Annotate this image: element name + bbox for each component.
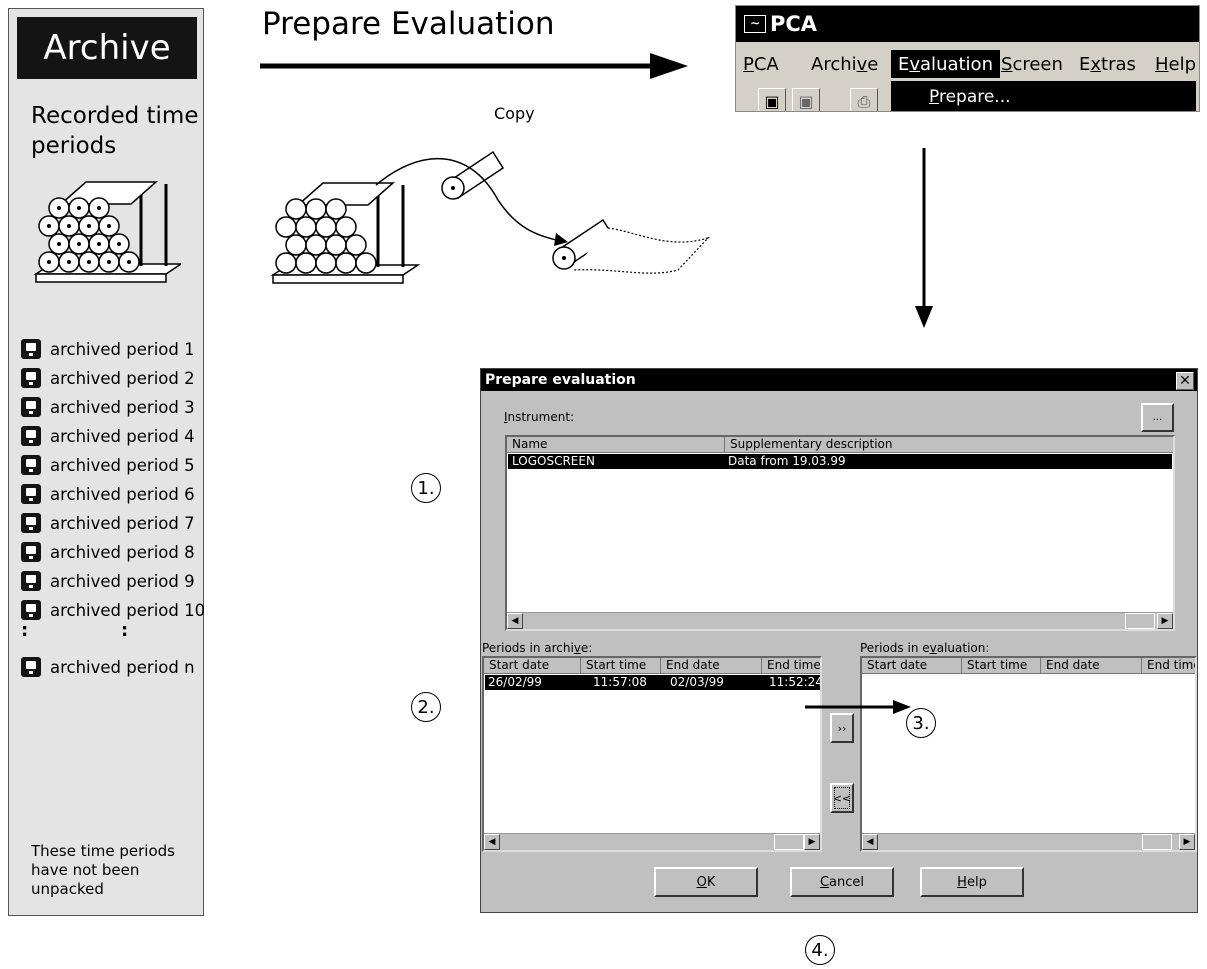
scroll-left-icon[interactable]: ◀ (484, 834, 500, 850)
disk-icon (21, 657, 41, 677)
archive-list-item-last: archived period n (21, 656, 211, 678)
archive-list-item: archived period 4 (21, 425, 211, 447)
dropdown-item-prepare[interactable]: Prepare... (891, 81, 1196, 111)
toolbar-button[interactable]: ▣ (792, 88, 820, 111)
column-header-end-time[interactable]: End time (1142, 658, 1195, 674)
column-header-start-time[interactable]: Start time (962, 658, 1041, 674)
scroll-thumb[interactable] (1125, 613, 1155, 629)
disk-icon (21, 542, 41, 562)
archive-list-item: archived period 8 (21, 541, 211, 563)
scroll-right-icon[interactable]: ▶ (804, 834, 820, 850)
scroll-thumb[interactable] (774, 834, 804, 850)
browse-button[interactable]: ... (1141, 403, 1174, 432)
column-header-description[interactable]: Supplementary description (725, 437, 1173, 453)
dialog-titlebar: Prepare evaluation ✕ (481, 369, 1197, 391)
archive-periods-label: Periods in archive: (482, 641, 593, 655)
add-period-button[interactable]: ›› (830, 713, 854, 743)
archive-list-item: archived period 9 (21, 570, 211, 592)
scroll-thumb[interactable] (1142, 834, 1172, 850)
disk-icon (21, 455, 41, 475)
scroll-left-icon[interactable]: ◀ (507, 613, 523, 629)
disk-icon (21, 426, 41, 446)
archive-list-item: archived period 5 (21, 454, 211, 476)
archive-list-item: archived period 3 (21, 396, 211, 418)
column-header-end-date[interactable]: End date (1041, 658, 1142, 674)
column-header-start-date[interactable]: Start date (484, 658, 581, 674)
horizontal-scrollbar[interactable]: ◀ ▶ (484, 833, 820, 850)
instrument-list[interactable]: Name Supplementary description LOGOSCREE… (505, 435, 1175, 631)
horizontal-scrollbar[interactable]: ◀ ▶ (862, 833, 1195, 850)
chart-window-icon: ∼ (744, 15, 766, 33)
archive-note: These time periods have not been unpacke… (31, 842, 175, 898)
column-header-end-time[interactable]: End time (762, 658, 820, 674)
arrow-down-icon (915, 148, 933, 328)
copy-label: Copy (494, 104, 535, 123)
step-marker-4: 4. (805, 935, 835, 965)
archive-list-item: archived period 2 (21, 367, 211, 389)
archive-list-item: archived period 1 (21, 338, 211, 360)
column-header-name[interactable]: Name (507, 437, 725, 453)
step-marker-3: 3. (906, 708, 936, 738)
disk-icon (21, 397, 41, 417)
step-marker-1: 1. (411, 473, 441, 503)
arrow-right-icon (805, 700, 911, 714)
roll-stack-icon (33, 181, 181, 283)
column-header-start-time[interactable]: Start time (581, 658, 661, 674)
scroll-right-icon[interactable]: ▶ (1157, 613, 1173, 629)
instrument-label: Instrument: (504, 410, 575, 424)
toolbar-button[interactable]: ▣ (758, 88, 786, 111)
ellipsis-mark: : (21, 620, 29, 641)
archive-list-item: archived period 10 (21, 599, 211, 621)
close-icon[interactable]: ✕ (1176, 372, 1194, 390)
horizontal-scrollbar[interactable]: ◀ ▶ (507, 612, 1173, 629)
print-icon[interactable]: ⎙ (850, 88, 878, 111)
disk-icon (21, 368, 41, 388)
prepare-evaluation-dialog: Prepare evaluation ✕ Instrument: ... Nam… (480, 368, 1198, 913)
table-row[interactable]: LOGOSCREEN Data from 19.03.99 (508, 454, 1172, 469)
evaluation-periods-list[interactable]: Start date Start time End date End time … (860, 656, 1197, 852)
disk-icon (21, 571, 41, 591)
scroll-right-icon[interactable]: ▶ (1179, 834, 1195, 850)
archive-list-item: archived period 7 (21, 512, 211, 534)
table-row[interactable]: 26/02/99 11:57:08 02/03/99 11:52:24 (485, 675, 820, 690)
column-header-start-date[interactable]: Start date (862, 658, 962, 674)
archive-periods-list[interactable]: Start date Start time End date End time … (482, 656, 822, 852)
remove-period-button[interactable]: << (830, 783, 854, 813)
archive-list-item: archived period 6 (21, 483, 211, 505)
column-header-end-date[interactable]: End date (661, 658, 762, 674)
window-titlebar: ∼ PCA (736, 6, 1199, 42)
arrow-right-icon (260, 53, 688, 79)
disk-icon (21, 513, 41, 533)
evaluation-periods-label: Periods in evaluation: (860, 641, 990, 655)
scroll-left-icon[interactable]: ◀ (862, 834, 878, 850)
disk-icon (21, 600, 41, 620)
copy-roll-icon (270, 150, 710, 284)
archive-subtitle: Recorded time periods (31, 103, 199, 159)
disk-icon (21, 484, 41, 504)
page-title: Prepare Evaluation (262, 6, 555, 42)
disk-icon (21, 339, 41, 359)
archive-panel: Archive Recorded time periods archived p… (8, 8, 205, 916)
archive-title: Archive (17, 17, 197, 79)
step-marker-2: 2. (411, 692, 441, 722)
ellipsis-mark: : (121, 620, 129, 641)
